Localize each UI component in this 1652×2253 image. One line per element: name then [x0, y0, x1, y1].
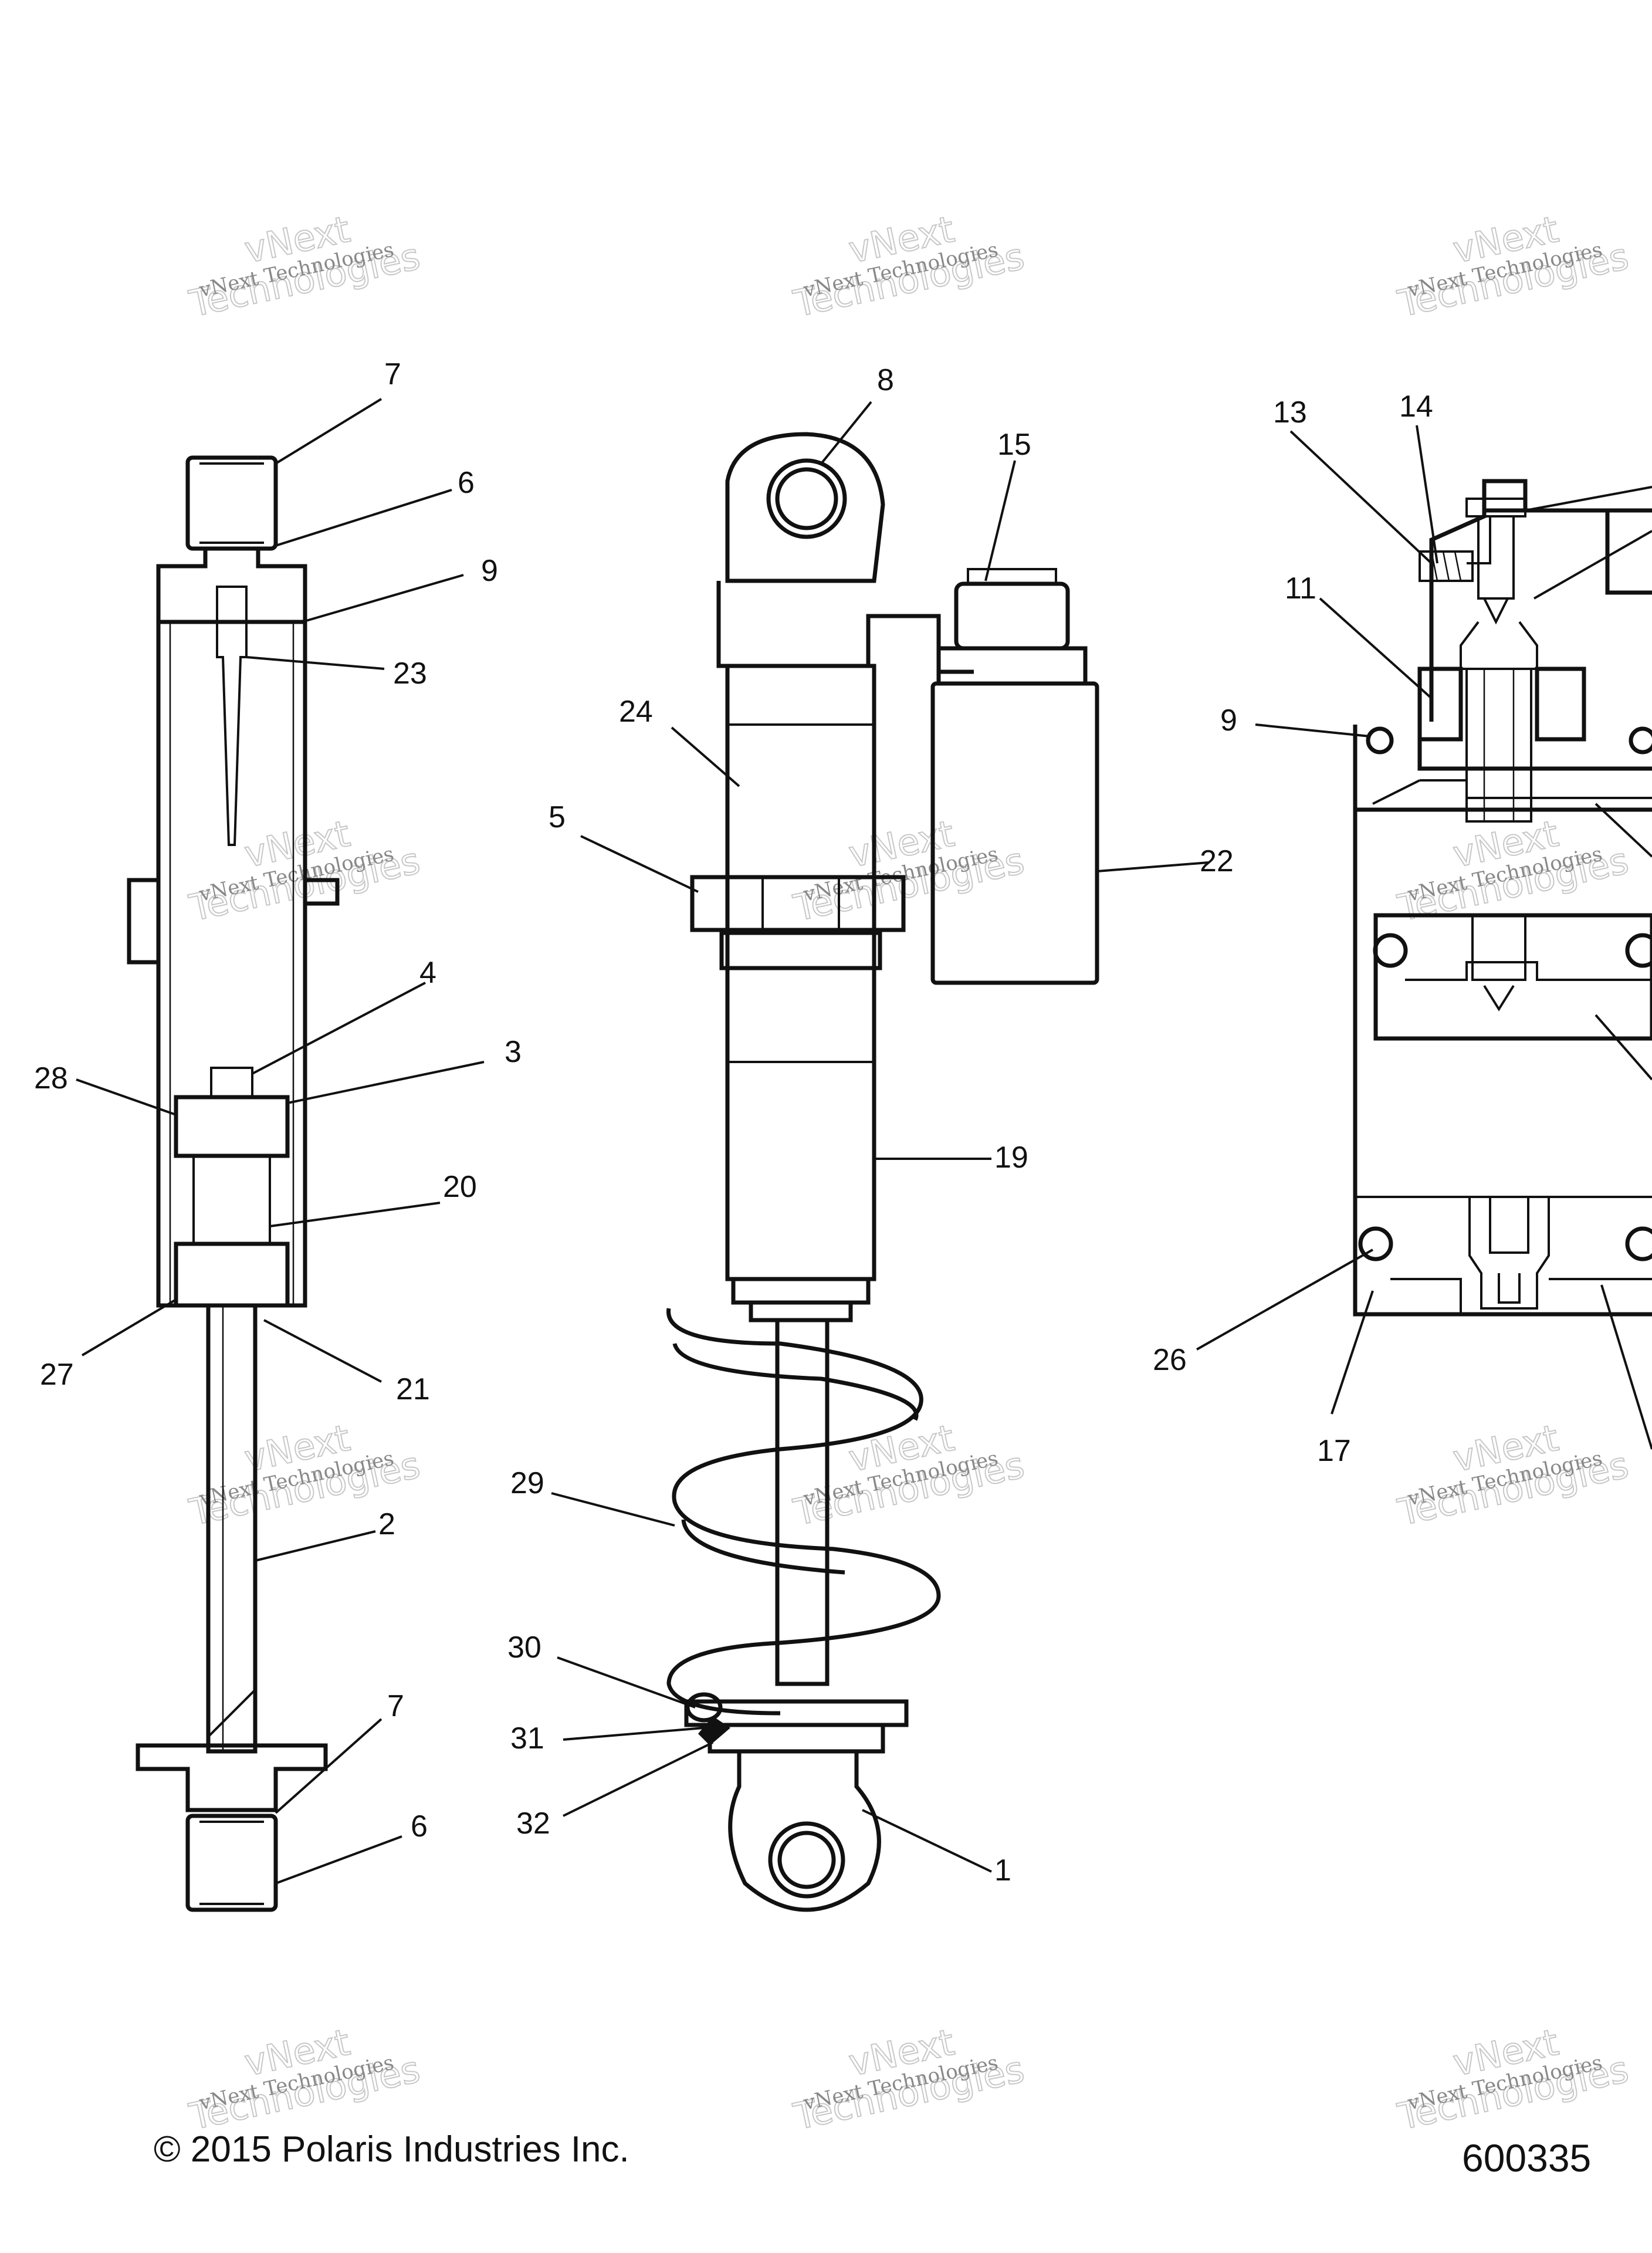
callout-17: 17: [1317, 1434, 1351, 1468]
callout-6-top: 6: [458, 466, 475, 500]
leader-lines: [76, 398, 1652, 1885]
callout-31: 31: [510, 1721, 544, 1755]
watermark-layer: Technologies vNext vNext Technologies Te…: [185, 207, 1633, 2139]
callout-27: 27: [40, 1358, 74, 1392]
callout-23: 23: [393, 657, 427, 691]
callout-29: 29: [510, 1466, 544, 1500]
callout-7-bottom: 7: [387, 1689, 404, 1723]
right-reservoir-section-view: [1353, 479, 1652, 1317]
callout-14: 14: [1399, 390, 1433, 424]
callout-2: 2: [378, 1507, 395, 1541]
callout-13: 13: [1273, 395, 1307, 429]
callout-3: 3: [505, 1035, 522, 1069]
callout-21: 21: [396, 1372, 430, 1406]
middle-assembled-view: [666, 432, 1099, 1912]
callout-6-bottom: 6: [411, 1809, 428, 1843]
callout-26: 26: [1153, 1343, 1187, 1377]
callout-32: 32: [516, 1807, 550, 1841]
callout-9-left: 9: [481, 554, 498, 588]
callout-labels: 7 6 9 23 4 3 28 20 27 21 2 7 6 8 15 24 5…: [34, 357, 1433, 1887]
callout-28: 28: [34, 1061, 68, 1095]
diagram-number: 600335: [1462, 2136, 1592, 2180]
copyright-notice: © 2015 Polaris Industries Inc.: [154, 2129, 629, 2170]
callout-7-top: 7: [384, 357, 401, 391]
callout-24: 24: [619, 695, 653, 729]
left-section-view: [127, 455, 340, 1912]
callout-9-right: 9: [1220, 703, 1237, 738]
callout-11: 11: [1285, 571, 1316, 605]
callout-5: 5: [549, 800, 566, 834]
callout-22: 22: [1200, 844, 1234, 878]
callout-19: 19: [994, 1141, 1028, 1175]
callout-8: 8: [877, 363, 894, 397]
callout-1: 1: [994, 1853, 1011, 1887]
callout-4: 4: [419, 956, 436, 990]
callout-20: 20: [443, 1170, 477, 1204]
callout-30: 30: [507, 1630, 541, 1665]
callout-15: 15: [997, 428, 1031, 462]
